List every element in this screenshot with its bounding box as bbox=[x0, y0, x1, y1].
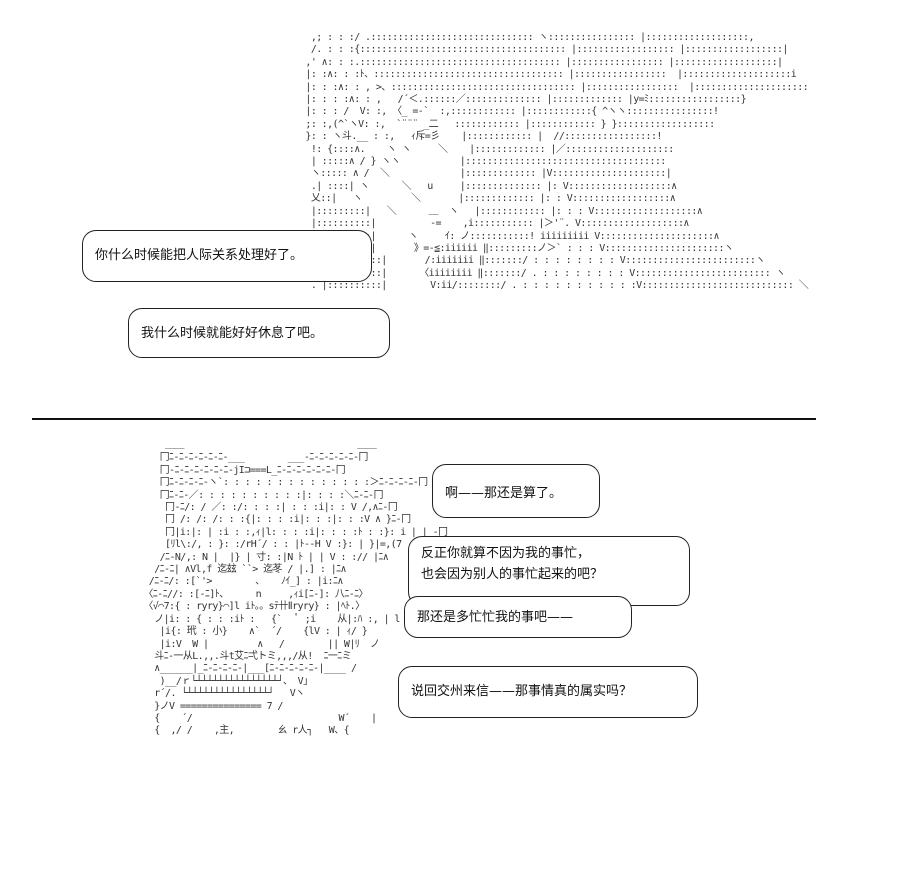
panel-divider bbox=[32, 418, 816, 420]
speech-text: 说回交州来信——那事情真的属实吗？ bbox=[411, 684, 633, 699]
speech-bubble-5: 那还是多忙忙我的事吧—— bbox=[404, 596, 632, 638]
speech-bubble-1: 你什么时候能把人际关系处理好了。 bbox=[82, 230, 372, 282]
speech-text: 反正你就算不因为我的事忙， bbox=[421, 546, 591, 561]
speech-bubble-4: 反正你就算不因为我的事忙， 也会因为别人的事忙起来的吧？ bbox=[408, 536, 690, 606]
speech-bubble-6: 说回交州来信——那事情真的属实吗？ bbox=[398, 666, 698, 718]
speech-text: 也会因为别人的事忙起来的吧？ bbox=[421, 567, 604, 582]
ascii-art-top-figure: ,; : : :/ .:::::::::::::::::::::::::::::… bbox=[305, 32, 809, 292]
speech-text: 我什么时候就能好好休息了吧。 bbox=[141, 326, 324, 341]
speech-text: 啊——那还是算了。 bbox=[445, 486, 563, 501]
speech-text: 那还是多忙忙我的事吧—— bbox=[417, 610, 574, 625]
ascii-art-bottom-figure: ＿＿ ＿＿ 冂ﾆ-ﾆ-ﾆ-ﾆ-ﾆ-ﾆ-___ ___-ﾆ-ﾆ-ﾆ-ﾆ-ﾆ-冂 冂… bbox=[143, 440, 448, 737]
speech-bubble-2: 我什么时候就能好好休息了吧。 bbox=[128, 308, 390, 358]
speech-text: 你什么时候能把人际关系处理好了。 bbox=[95, 248, 304, 263]
speech-bubble-3: 啊——那还是算了。 bbox=[432, 464, 600, 518]
